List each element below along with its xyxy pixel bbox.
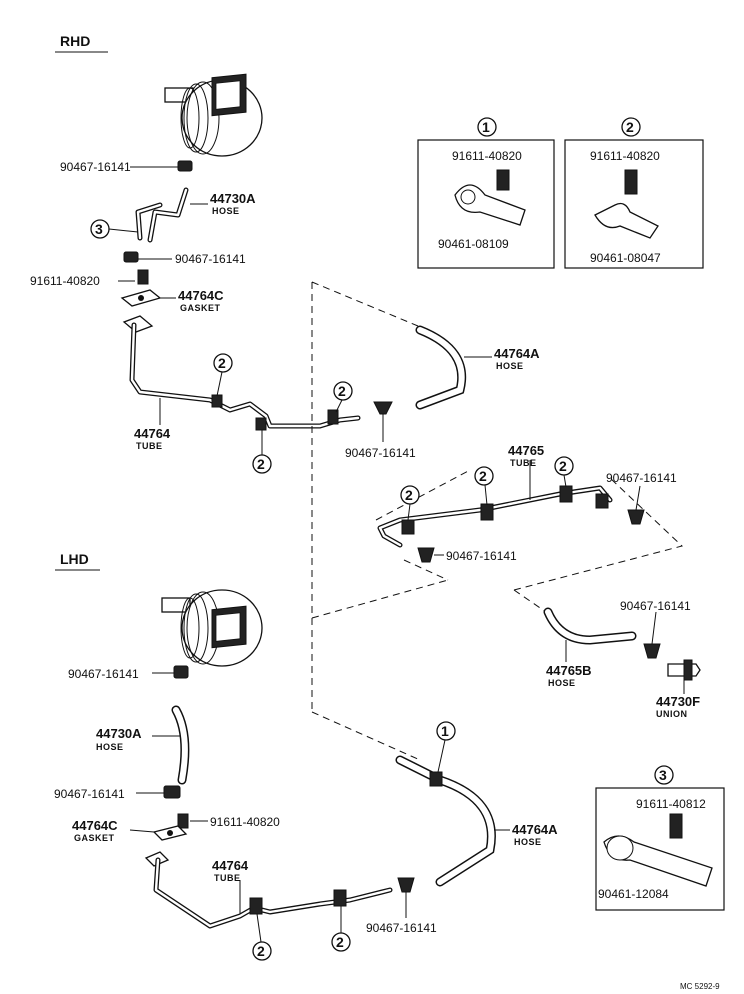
- svg-text:1: 1: [482, 119, 490, 135]
- center-clip-b-label: 90467-16141: [446, 549, 517, 563]
- lhd-clip-bottom-label: 90467-16141: [366, 921, 437, 935]
- lhd-clip-bottom: 90467-16141: [366, 877, 437, 935]
- svg-text:2: 2: [218, 355, 226, 371]
- svg-text:2: 2: [559, 458, 567, 474]
- center-union-type: UNION: [656, 709, 688, 719]
- rhd-clip-top: 90467-16141: [60, 160, 193, 174]
- rhd-clip-mid: 90467-16141: [123, 251, 246, 266]
- lhd-gasket: 44764C GASKET: [72, 818, 188, 843]
- rhd-heading: RHD: [60, 33, 90, 49]
- rhd-gasket-number: 44764C: [178, 288, 224, 303]
- rhd-section-label: RHD: [55, 33, 108, 53]
- box3-bolt-label: 91611-40812: [636, 797, 706, 811]
- detail-box-2: 2 91611-40820 90461-08047: [564, 117, 704, 269]
- callout-1-lhd: 1: [436, 721, 456, 773]
- box2-bolt-label: 91611-40820: [590, 149, 660, 163]
- box2-clamp-label: 90461-08047: [590, 251, 661, 265]
- detail-box-1: 1 91611-40820 90461-08109: [417, 117, 555, 269]
- svg-text:2: 2: [479, 468, 487, 484]
- svg-text:2: 2: [336, 934, 344, 950]
- callout-2-rhd-b: 2: [252, 430, 272, 474]
- center-tube-44765: 44765 TUBE: [377, 443, 613, 548]
- detail-box-3: 3 91611-40812 90461-12084: [595, 765, 725, 911]
- callout-2-rhd-c: 2: [333, 381, 353, 413]
- rhd-bolt: 91611-40820: [30, 269, 149, 288]
- lhd-brake-booster: [161, 589, 263, 667]
- center-clip-b: 90467-16141: [417, 547, 517, 563]
- callout-2-lhd-a: 2: [252, 913, 272, 961]
- svg-text:2: 2: [338, 383, 346, 399]
- rhd-tube-number: 44764: [134, 426, 171, 441]
- lhd-clip-top-label: 90467-16141: [68, 667, 139, 681]
- center-tube-number: 44765: [508, 443, 544, 458]
- lhd-hose-44730a: 44730A HOSE: [96, 705, 190, 785]
- lhd-hose-b-type: HOSE: [514, 837, 542, 847]
- lhd-tube-type: TUBE: [214, 873, 241, 883]
- center-hose-number: 44765B: [546, 663, 592, 678]
- rhd-hose-b-number: 44764A: [494, 346, 540, 361]
- box3-clamp-label: 90461-12084: [598, 887, 669, 901]
- lhd-gasket-number: 44764C: [72, 818, 118, 833]
- svg-text:2: 2: [405, 487, 413, 503]
- rhd-hose-a-type: HOSE: [212, 206, 240, 216]
- center-tube-type: TUBE: [510, 458, 537, 468]
- rhd-hose-a-number: 44730A: [210, 191, 256, 206]
- lhd-bolt: 91611-40820: [177, 813, 280, 829]
- center-hose-44765b: 44765B HOSE: [543, 607, 637, 688]
- lhd-clip-mid: 90467-16141: [54, 785, 181, 801]
- rhd-hose-b-type: HOSE: [496, 361, 524, 371]
- center-clip-a-label: 90467-16141: [606, 471, 677, 485]
- lhd-heading: LHD: [60, 551, 89, 567]
- svg-text:2: 2: [257, 943, 265, 959]
- callout-2-lhd-b: 2: [331, 906, 351, 952]
- rhd-brake-booster: [164, 73, 263, 157]
- svg-text:3: 3: [659, 767, 667, 783]
- lhd-tube-number: 44764: [212, 858, 249, 873]
- box1-clamp-label: 90461-08109: [438, 237, 509, 251]
- rhd-clip-top-label: 90467-16141: [60, 160, 131, 174]
- svg-text:2: 2: [257, 456, 265, 472]
- rhd-gasket-type: GASKET: [180, 303, 221, 313]
- callout-2-center-b: 2: [474, 466, 494, 506]
- center-hose-type: HOSE: [548, 678, 576, 688]
- callout-2-center-c: 2: [554, 456, 574, 488]
- rhd-hose-44730a: 44730A HOSE: [135, 187, 256, 243]
- callout-3-rhd: 3: [90, 219, 139, 239]
- lhd-hose-a-type: HOSE: [96, 742, 124, 752]
- lhd-tube-44764: 44764 TUBE: [144, 851, 393, 929]
- rhd-bolt-label: 91611-40820: [30, 274, 100, 288]
- lhd-clip-mid-label: 90467-16141: [54, 787, 125, 801]
- callout-2-center-a: 2: [400, 485, 420, 521]
- drawing-code: MC 5292-9: [680, 982, 720, 991]
- rhd-clip-mid-label: 90467-16141: [175, 252, 246, 266]
- center-union-number: 44730F: [656, 694, 700, 709]
- svg-text:3: 3: [95, 221, 103, 237]
- lhd-section-label: LHD: [55, 551, 100, 571]
- svg-text:2: 2: [626, 119, 634, 135]
- rhd-clip-right: 90467-16141: [345, 401, 416, 460]
- center-union-44730f: 44730F UNION: [656, 659, 701, 719]
- rhd-gasket: 44764C GASKET: [120, 288, 224, 313]
- rhd-clip-right-label: 90467-16141: [345, 446, 416, 460]
- svg-text:1: 1: [441, 723, 449, 739]
- lhd-hose-a-number: 44730A: [96, 726, 142, 741]
- center-clip-c: 90467-16141: [620, 599, 691, 659]
- center-clip-a: 90467-16141: [606, 471, 677, 525]
- callout-2-rhd-a: 2: [213, 353, 233, 397]
- rhd-tube-44764: 44764 TUBE: [122, 315, 361, 451]
- center-clip-c-label: 90467-16141: [620, 599, 691, 613]
- lhd-hose-b-number: 44764A: [512, 822, 558, 837]
- rhd-hose-44764a: 44764A HOSE: [415, 325, 540, 410]
- lhd-bolt-label: 91611-40820: [210, 815, 280, 829]
- box1-bolt-label: 91611-40820: [452, 149, 522, 163]
- lhd-gasket-type: GASKET: [74, 833, 115, 843]
- rhd-tube-type: TUBE: [136, 441, 163, 451]
- lhd-clip-top: 90467-16141: [68, 665, 189, 681]
- lhd-hose-44764a: 44764A HOSE: [395, 755, 558, 887]
